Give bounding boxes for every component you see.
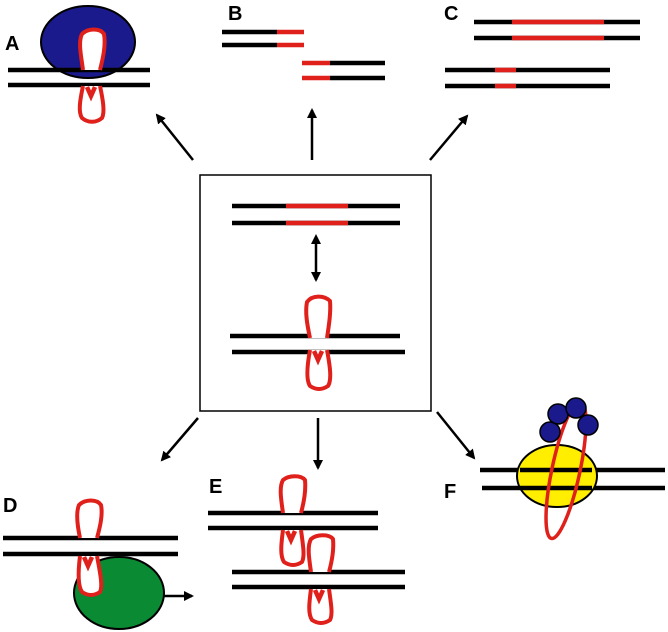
panel-a: A [5,5,150,124]
arrow-to-a [155,113,194,161]
panel-b-label: B [228,3,242,25]
panel-b: B [222,3,385,81]
panel-c: C [444,3,640,89]
panel-e: E [208,474,405,625]
subunit-cluster [539,397,599,443]
arrow-to-c [429,114,469,161]
panel-e-label: E [209,476,222,498]
panel-f-label: F [444,481,456,503]
center-panel [199,174,432,412]
panel-c-label: C [444,3,458,25]
arrow-to-d [160,417,199,462]
cruciform [304,294,333,391]
panel-a-label: A [5,33,19,55]
panel-d-label: D [3,495,17,517]
center-box [199,174,432,412]
panel-f: F [444,397,665,541]
panel-d: D [3,495,194,630]
arrow-to-f [436,411,476,460]
